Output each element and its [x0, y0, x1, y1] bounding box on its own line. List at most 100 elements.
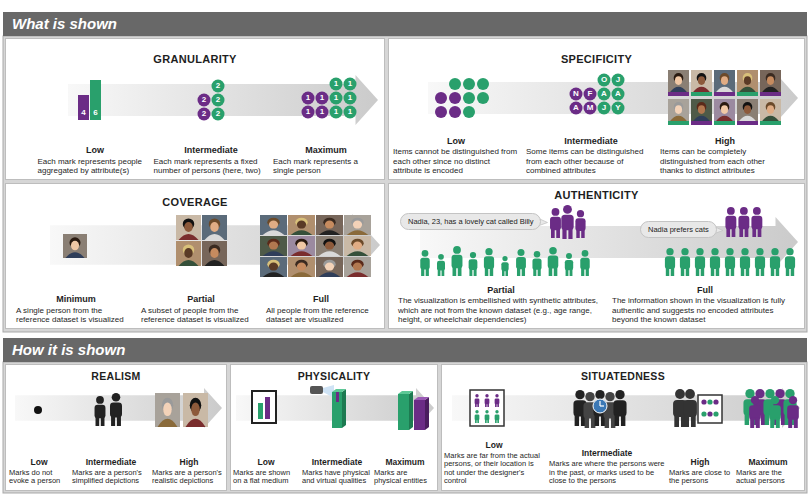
mark-count: J	[611, 75, 625, 85]
panel-heading: AUTHENTICITY	[389, 189, 804, 201]
portrait-face	[210, 248, 219, 258]
person-leg	[487, 402, 489, 407]
portrait-photo	[288, 236, 315, 256]
portrait-shoulders	[762, 87, 779, 92]
person-leg	[522, 267, 525, 276]
person-leg	[477, 402, 479, 407]
mark-count: 1	[301, 93, 315, 103]
level-label: High	[660, 136, 790, 146]
count-mark	[198, 108, 211, 121]
person-leg	[674, 415, 679, 427]
level-description: Each mark represents people aggregated b…	[38, 157, 153, 175]
portrait-face	[675, 105, 682, 114]
portrait-photo	[155, 393, 180, 427]
mark-count: 1	[301, 107, 315, 117]
level-description: A single person from the reference datas…	[16, 306, 136, 324]
person-leg	[761, 267, 764, 276]
portrait-photo	[183, 393, 208, 427]
portrait-photo	[668, 70, 689, 92]
person-leg	[691, 415, 696, 427]
physical-bar-top	[398, 391, 413, 394]
person-head	[595, 390, 604, 399]
person-leg	[758, 227, 762, 237]
portrait-face	[325, 263, 334, 271]
person-leg	[474, 268, 477, 276]
portrait-face	[163, 403, 172, 417]
portrait-photo	[316, 215, 343, 235]
person-leg	[475, 418, 477, 423]
portrait-photo	[202, 241, 227, 266]
person-body	[550, 217, 561, 231]
portrait-face	[325, 242, 334, 250]
section-band: How it is shownREALISMLowMarks do not ev…	[3, 338, 807, 493]
mark-count: 1	[329, 93, 343, 103]
plain-mark	[463, 78, 475, 90]
panel-heading: PHYSICALITY	[231, 370, 437, 382]
level-label: Low	[9, 458, 69, 468]
person-head	[666, 248, 673, 255]
person-leg	[581, 229, 584, 238]
speech-bubble: Nadia, 23, has a lovely cat called Billy	[400, 213, 541, 230]
portrait-shoulders	[693, 116, 710, 121]
plain-mark	[477, 92, 489, 104]
person-leg	[117, 415, 121, 426]
count-mark	[212, 94, 225, 107]
person-leg	[739, 227, 743, 237]
section-title: How it is shown	[3, 338, 807, 362]
panel-heading: SPECIFICITY	[389, 53, 804, 65]
person-head	[517, 249, 524, 256]
portrait-photo	[760, 70, 781, 92]
level-label: High	[669, 458, 731, 468]
person-leg	[485, 267, 488, 276]
portrait-shoulders	[291, 272, 313, 277]
name-strip	[714, 121, 735, 125]
person-leg	[745, 227, 749, 237]
level-label: Low	[444, 441, 544, 451]
portrait-shoulders	[65, 252, 84, 258]
level-description: Marks have physical and virtual qualitie…	[302, 469, 372, 486]
clock-icon	[593, 399, 607, 413]
plain-mark	[449, 106, 461, 118]
person-leg	[485, 418, 487, 423]
level-description: Marks are shown on a flat medium	[233, 469, 299, 486]
person-head	[495, 410, 498, 413]
person-leg	[556, 228, 560, 238]
person-head	[675, 389, 685, 399]
panel-ground	[5, 38, 385, 180]
portrait-face	[767, 76, 774, 85]
person-leg	[701, 267, 704, 276]
portrait-shoulders	[739, 116, 756, 121]
person-head	[771, 396, 779, 404]
dimension-panel: PHYSICALITYLowMarks are shown on a flat …	[230, 364, 438, 491]
person-leg	[684, 415, 689, 427]
person-leg	[502, 269, 504, 276]
mark-count: Y	[611, 103, 625, 113]
plain-mark	[463, 92, 475, 104]
person-leg	[726, 267, 729, 276]
portrait-photo	[202, 215, 227, 240]
portrait-shoulders	[319, 272, 341, 277]
level-description: Marks are the actual persons	[736, 469, 800, 486]
portrait-shoulders	[205, 260, 225, 266]
person-head	[582, 250, 589, 257]
count-mark	[612, 102, 625, 115]
person-head	[485, 410, 488, 413]
level-label: Partial	[141, 294, 261, 304]
nearby-display	[698, 395, 722, 423]
portrait-shoulders	[670, 87, 687, 92]
level-label: Intermediate	[302, 458, 372, 468]
count-mark	[212, 108, 225, 121]
name-strip	[760, 92, 781, 96]
portrait-shoulders	[263, 230, 285, 235]
person-leg	[741, 267, 744, 276]
count-mark	[344, 106, 357, 119]
portrait-photo	[176, 215, 201, 240]
person-leg	[788, 418, 792, 428]
person-leg	[776, 267, 779, 276]
portrait-shoulders	[263, 251, 285, 256]
person-body	[787, 405, 799, 419]
mark-count: 2	[211, 109, 225, 119]
portrait-shoulders	[291, 230, 313, 235]
person-leg	[794, 418, 798, 428]
